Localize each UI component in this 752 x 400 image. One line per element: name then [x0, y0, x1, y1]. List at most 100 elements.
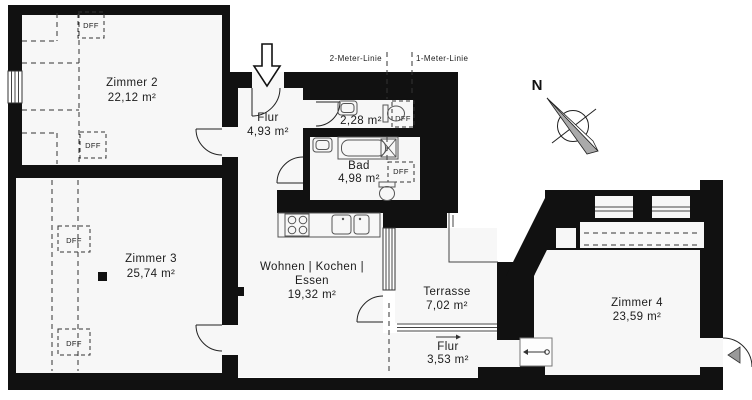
room-area: 23,59 m²	[613, 311, 662, 323]
stove	[284, 213, 310, 237]
north-arrow: N	[532, 77, 599, 155]
label-wohnen: Wohnen | Kochen | Essen 19,32 m²	[260, 261, 364, 301]
floor-bad	[310, 137, 420, 200]
wall-zimmer4-bottom	[545, 375, 723, 390]
room-fills	[16, 15, 723, 377]
dff-label: DFF	[66, 236, 82, 245]
room-area: 3,53 m²	[427, 354, 469, 366]
burner	[298, 215, 308, 225]
sliding-door-arrowhead	[523, 349, 528, 355]
washing-machine-x	[380, 138, 397, 158]
sink	[337, 100, 358, 116]
wc-fixtures	[337, 100, 405, 123]
dff-box	[387, 161, 415, 183]
label-zimmer2: Zimmer 2 22,12 m²	[106, 77, 158, 104]
burner	[298, 225, 308, 235]
dff-label: DFF	[393, 167, 409, 176]
faucet-dot	[341, 217, 345, 221]
floor-zimmer4	[534, 250, 700, 375]
door-entry	[251, 87, 281, 117]
sliding-door-knob	[544, 349, 550, 355]
meter-lines: 2-Meter-Linie 1-Meter-Linie	[330, 52, 468, 371]
bad-fixtures	[312, 136, 399, 201]
room-area: 25,74 m²	[127, 268, 176, 280]
bathtub-basin	[341, 139, 386, 157]
wall-pier	[238, 287, 244, 296]
window-terrasse-door	[382, 227, 396, 291]
room-area: 2,28 m²	[340, 115, 382, 127]
toilet-bowl	[387, 105, 405, 122]
terrasse-railing	[397, 323, 497, 332]
toilet-bowl	[379, 186, 395, 201]
flow-arrowhead	[456, 334, 461, 340]
wall-terrace-top	[383, 200, 447, 228]
wc-door-opening	[303, 100, 310, 128]
floor-wohnen	[238, 213, 383, 377]
room-labels: Zimmer 2 22,12 m² Zimmer 3 25,74 m² Flur…	[106, 77, 663, 366]
floor-zimmer3	[16, 178, 222, 373]
sliding-door-flur-zimmer4	[519, 337, 553, 367]
door-zimmer3	[195, 324, 223, 352]
label-terrasse: Terrasse 7,02 m²	[423, 286, 470, 312]
dff-box	[57, 328, 91, 356]
room-area: 4,93 m²	[247, 126, 289, 138]
window-zimmer2-left	[7, 70, 23, 104]
door-zimmer4-exit	[722, 337, 752, 368]
floor-zimmer2	[22, 15, 222, 165]
room-name-line2: Essen	[295, 275, 329, 287]
dff-label: DFF	[83, 21, 99, 30]
exit-direction-triangle	[727, 346, 741, 364]
label-zimmer4: Zimmer 4 23,59 m²	[611, 297, 663, 323]
compass-needle-light	[546, 97, 599, 152]
dff-box	[77, 11, 105, 39]
compass-circle	[557, 110, 589, 142]
dff-label: DFF	[66, 339, 82, 348]
room-area: 7,02 m²	[426, 300, 468, 312]
door-wc	[315, 101, 341, 127]
kitchen-counter	[277, 212, 381, 238]
label-zimmer3: Zimmer 3 25,74 m²	[125, 253, 176, 280]
label-flur-bottom: Flur 3,53 m²	[427, 334, 469, 366]
bathtub	[337, 136, 399, 160]
one-meter-line-label: 1-Meter-Linie	[416, 54, 468, 63]
burner	[287, 225, 297, 235]
room-name: Terrasse	[423, 286, 470, 298]
zimmer3-door-opening	[222, 325, 238, 355]
kitchen-sink-bowl	[353, 214, 370, 235]
kitchen-sink-bowl	[331, 214, 352, 235]
room-name: Flur	[257, 112, 278, 124]
entrance-arrow-icon	[252, 43, 282, 88]
roof-edge-line	[448, 213, 498, 263]
zimmer4-exit-opening	[700, 338, 723, 367]
two-meter-line-label: 2-Meter-Linie	[330, 54, 382, 63]
sink-basin	[315, 140, 330, 150]
door-flur-wohnen	[276, 156, 304, 184]
wall-zimmer4-right	[700, 180, 723, 390]
sink	[312, 137, 333, 153]
floor-flur-top	[238, 88, 303, 190]
zimmer4-niche	[556, 228, 576, 248]
wall-bottom	[8, 360, 545, 390]
room-name-line1: Wohnen | Kochen |	[260, 261, 364, 273]
room-name: Zimmer 4	[611, 297, 663, 309]
room-name: Flur	[437, 341, 458, 353]
floor-terrasse	[395, 228, 497, 323]
room-area: 19,32 m²	[288, 289, 337, 301]
dff-box	[79, 131, 107, 159]
room-name: Bad	[348, 160, 370, 172]
label-flur-top: Flur 4,93 m²	[247, 112, 289, 138]
zimmer2-door-opening	[222, 127, 238, 157]
dff-label: DFF	[85, 141, 101, 150]
doors	[195, 87, 752, 368]
column	[98, 272, 107, 281]
dormer-sills	[595, 206, 690, 212]
washing-machine	[380, 138, 397, 158]
label-bad: Bad 4,98 m²	[338, 160, 379, 185]
roof-slope-lines	[22, 13, 700, 371]
room-area: 22,12 m²	[108, 92, 157, 104]
room-name: Zimmer 2	[106, 77, 158, 89]
faucet-dot	[358, 217, 362, 221]
windows	[7, 70, 690, 332]
